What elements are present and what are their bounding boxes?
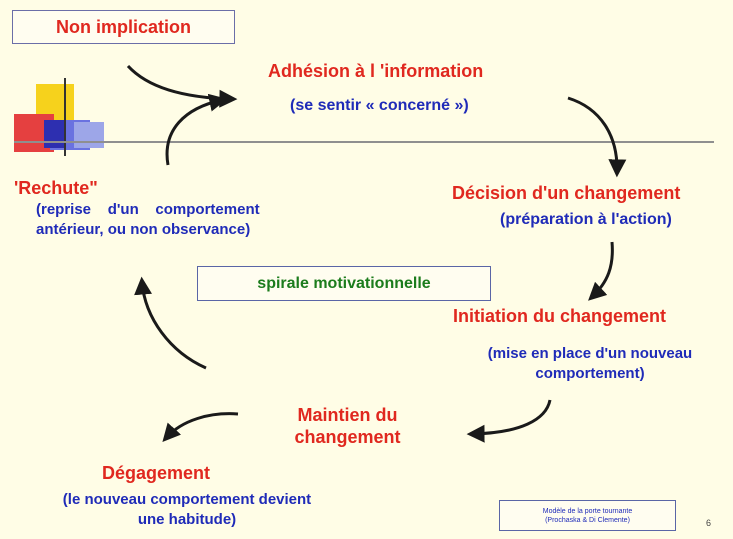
initiation-subtitle-line1: (mise en place d'un nouveau <box>487 345 693 362</box>
arrow-adhesion-to-decision <box>567 96 627 178</box>
rechute-subtitle-line1: (reprise d'un comportement <box>36 201 260 218</box>
initiation-title: Initiation du changement <box>453 306 667 326</box>
legend-line1: Modèle de la porte tournante <box>542 507 633 515</box>
horizontal-divider <box>14 141 714 143</box>
decision-subtitle: (préparation à l'action) <box>500 211 672 228</box>
logo-vertical-line <box>64 78 66 156</box>
arrow-rechute-to-adhesion <box>165 93 228 166</box>
rechute-subtitle-line2: antérieur, ou non observance) <box>36 221 251 238</box>
initiation-subtitle-line2: comportement) <box>535 365 645 382</box>
maintien-line2: changement <box>294 427 401 447</box>
degagement-subtitle-line2: une habitude) <box>137 511 237 528</box>
rechute-subtitle: (reprise d'un comportement antérieur, ou… <box>36 200 326 240</box>
arrow-decision-to-initiation <box>588 241 614 301</box>
degagement-title: Dégagement <box>102 463 211 483</box>
non-implication-label: Non implication <box>56 16 191 37</box>
rechute-title: 'Rechute" <box>14 178 98 198</box>
decision-title: Décision d'un changement <box>452 183 681 203</box>
spirale-label: spirale motivationnelle <box>257 274 431 292</box>
initiation-subtitle: (mise en place d'un nouveau comportement… <box>450 344 730 384</box>
degagement-subtitle: (le nouveau comportement devient une hab… <box>14 490 360 530</box>
page-number: 6 <box>706 518 712 528</box>
adhesion-subtitle: (se sentir « concerné ») <box>290 97 469 114</box>
spirale-box: spirale motivationnelle <box>197 266 491 301</box>
degagement-subtitle-line1: (le nouveau comportement devient <box>62 491 312 508</box>
arrow-initiation-to-maintien <box>466 399 552 443</box>
arrow-non-implication-to-adhesion <box>126 64 238 108</box>
non-implication-box: Non implication <box>12 10 235 44</box>
arrow-maintien-to-rechute <box>134 276 207 370</box>
maintien-line1: Maintien du <box>297 405 398 425</box>
model-legend: Modèle de la porte tournante (Prochaska … <box>499 500 676 531</box>
maintien-title: Maintien du changement <box>275 404 420 448</box>
arrow-maintien-to-degagement <box>162 412 239 443</box>
logo-lightblue-square <box>74 122 104 148</box>
adhesion-title: Adhésion à l 'information <box>268 61 484 81</box>
legend-line2: (Prochaska & Di Clemente) <box>545 516 630 524</box>
